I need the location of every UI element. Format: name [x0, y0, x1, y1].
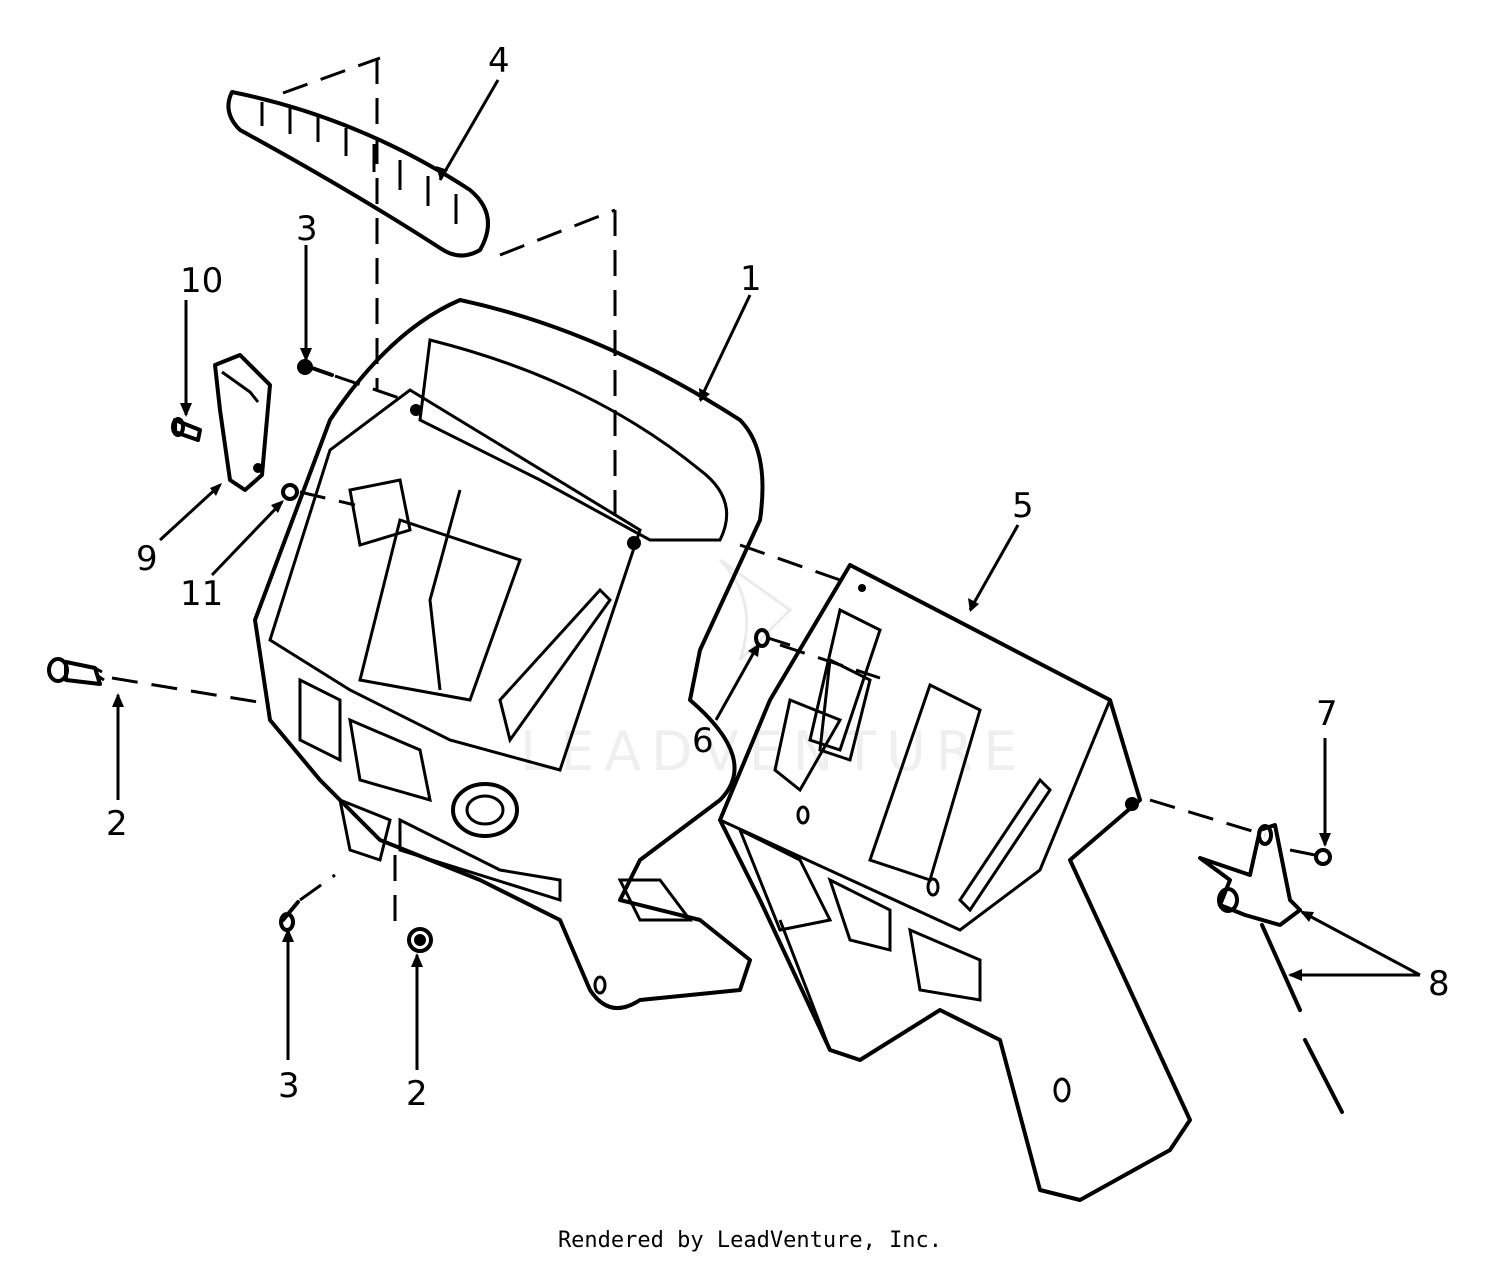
leadventure-watermark: LEADVENTURE [520, 558, 1027, 783]
callout-1: 1 [740, 259, 762, 299]
part-3-screw-bottom [279, 900, 300, 932]
callout-3-top: 3 [296, 209, 318, 249]
part-4-grille-strip [226, 90, 490, 258]
callout-11: 11 [180, 574, 223, 614]
callout-4: 4 [488, 41, 510, 81]
callout-6: 6 [692, 721, 714, 761]
part-11-nut [281, 483, 299, 501]
part-2-nut-bottom [407, 927, 433, 953]
part-8-pedal-bracket [1198, 823, 1344, 1114]
part-6-screw [754, 628, 791, 648]
part-1-dash-panel [253, 298, 765, 1010]
callout-9: 9 [136, 539, 158, 579]
callout-5: 5 [1012, 486, 1034, 526]
part-10-screw [171, 417, 202, 442]
callout-10: 10 [180, 261, 223, 301]
callout-leaders [112, 79, 1421, 1070]
callout-2-bottom: 2 [406, 1074, 428, 1114]
callout-2-left: 2 [106, 804, 128, 844]
callout-3-bottom: 3 [278, 1066, 300, 1106]
footer-credit: Rendered by LeadVenture, Inc. [557, 1228, 943, 1253]
callout-8: 8 [1428, 964, 1450, 1004]
part-9-bracket [213, 353, 272, 492]
watermark-text: LEADVENTURE [520, 720, 1027, 783]
part-5-dash-support [718, 563, 1192, 1202]
part-7-nut [1314, 848, 1332, 866]
assembly-dashed-lines [111, 56, 1316, 930]
part-2-bolt-left [47, 657, 105, 686]
part-3-screw-top [297, 359, 334, 377]
callout-7: 7 [1316, 694, 1338, 734]
